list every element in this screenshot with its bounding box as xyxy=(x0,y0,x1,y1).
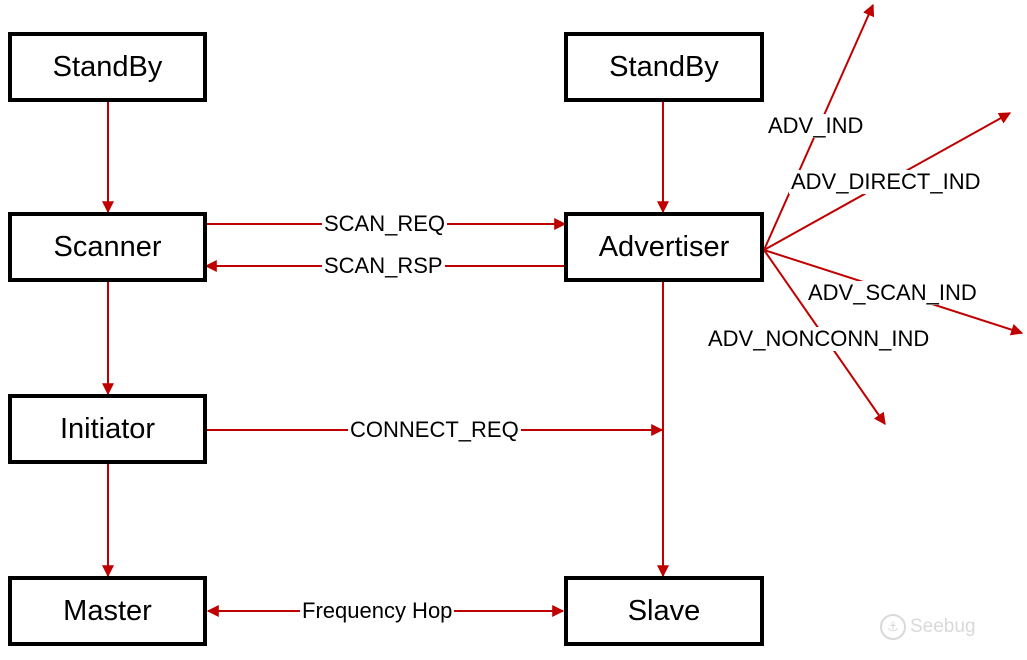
state-advertiser: Advertiser xyxy=(564,212,764,282)
state-master: Master xyxy=(8,576,207,646)
seebug-logo-icon: ⚓ xyxy=(880,614,906,640)
label-adv-ind: ADV_IND xyxy=(766,113,866,138)
label-adv-nonconn-ind: ADV_NONCONN_IND xyxy=(706,326,932,351)
watermark-text: Seebug xyxy=(910,616,976,637)
state-scanner: Scanner xyxy=(8,212,207,282)
label-scan-req: SCAN_REQ xyxy=(322,211,448,236)
state-initiator: Initiator xyxy=(8,394,207,464)
label-adv-direct-ind: ADV_DIRECT_IND xyxy=(789,169,983,194)
state-standby-left: StandBy xyxy=(8,32,207,102)
label-adv-scan-ind: ADV_SCAN_IND xyxy=(806,280,979,305)
state-standby-right: StandBy xyxy=(564,32,764,102)
state-slave: Slave xyxy=(564,576,764,646)
label-connect-req: CONNECT_REQ xyxy=(348,417,521,442)
watermark: ⚓ Seebug xyxy=(880,614,976,640)
label-scan-rsp: SCAN_RSP xyxy=(322,253,445,278)
label-frequency-hop: Frequency Hop xyxy=(300,598,455,623)
